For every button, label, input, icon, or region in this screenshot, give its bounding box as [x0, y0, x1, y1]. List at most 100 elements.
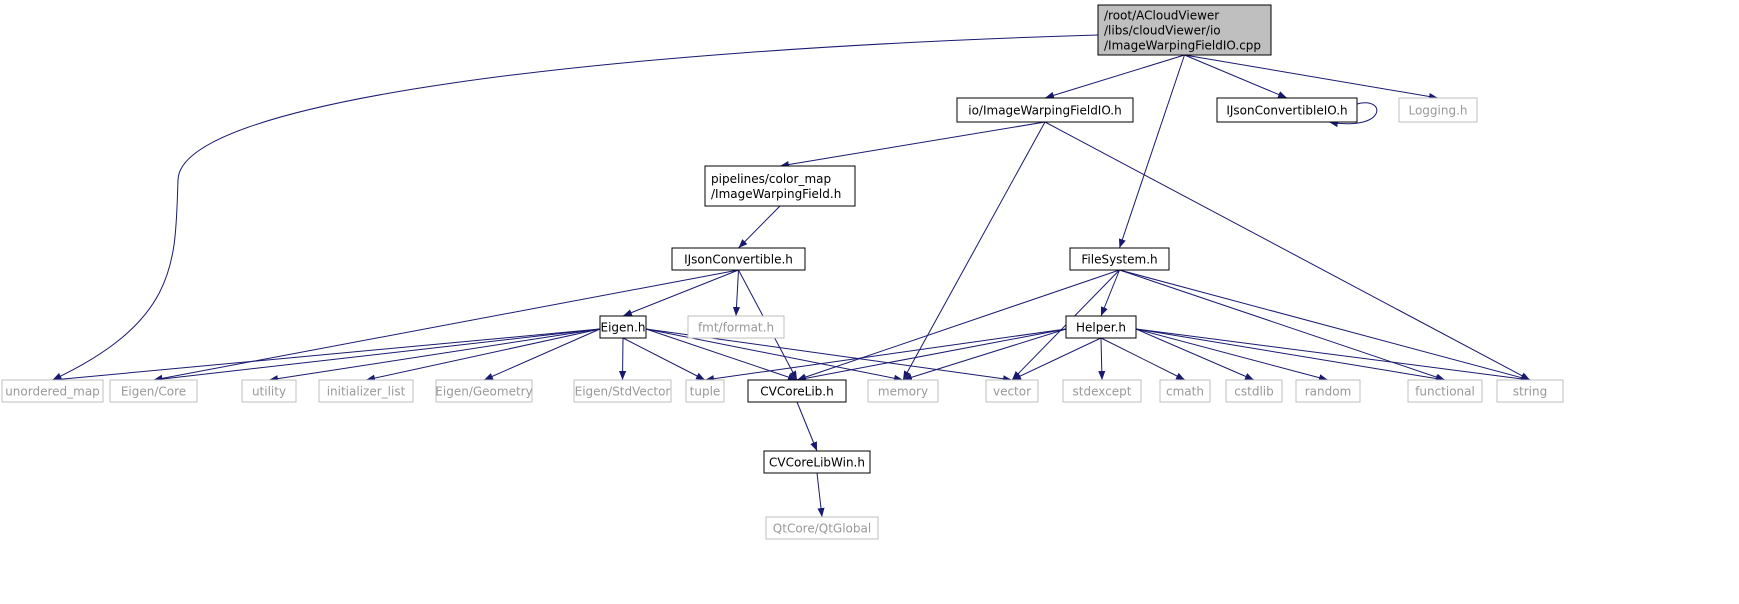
node-label: CVCoreLib.h [760, 385, 833, 399]
node-cvcore[interactable]: CVCoreLib.h [747, 379, 847, 403]
edge-eigen-to-egeom [483, 328, 601, 381]
edge-eigen-to-utility [268, 328, 601, 383]
node-label: Eigen.h [601, 321, 646, 335]
node-iwfio[interactable]: io/ImageWarpingFieldIO.h [956, 97, 1134, 123]
node-eigen[interactable]: Eigen.h [599, 315, 647, 339]
node-box [1398, 97, 1478, 123]
node-box [1496, 379, 1564, 403]
edge-iwfio-to-memory [902, 121, 1046, 381]
node-label: CVCoreLibWin.h [769, 456, 865, 470]
edge-fs-to-string [1119, 269, 1531, 382]
node-label: unordered_map [5, 385, 100, 399]
edge-helper-to-memory [902, 328, 1067, 381]
node-box [1097, 4, 1272, 56]
edge-eigen-to-initlist [365, 328, 601, 382]
node-iwf[interactable]: pipelines/color_map/ImageWarpingField.h [704, 165, 856, 207]
node-box [435, 379, 533, 403]
edge-eigen-to-ecore [153, 328, 601, 383]
node-box [765, 516, 879, 540]
node-estdvec: Eigen/StdVector [573, 379, 672, 403]
edge-iwf-to-ijc [738, 205, 781, 249]
edge-root-to-ijcio [1184, 54, 1288, 99]
node-initlist: initializer_list [318, 379, 414, 403]
edge-helper-to-stdexcept [1098, 337, 1106, 381]
node-box [599, 315, 647, 339]
node-cstdlib: cstdlib [1225, 379, 1283, 403]
edge-helper-to-cstdlib [1135, 328, 1255, 381]
edge-eigen-to-tuple [622, 337, 706, 381]
node-fs[interactable]: FileSystem.h [1069, 247, 1170, 271]
node-box [318, 379, 414, 403]
node-ijc[interactable]: IJsonConvertible.h [671, 247, 806, 271]
node-box [867, 379, 939, 403]
node-label: cstdlib [1234, 385, 1273, 399]
node-label: string [1513, 385, 1547, 399]
node-cvwin[interactable]: CVCoreLibWin.h [763, 450, 871, 474]
node-label: Eigen/Geometry [435, 385, 532, 399]
node-logging: Logging.h [1398, 97, 1478, 123]
edge-fs-to-functional [1119, 269, 1446, 381]
edge-eigen-to-estdvec [619, 337, 627, 381]
node-label: random [1305, 385, 1352, 399]
node-box [671, 247, 806, 271]
node-label: Logging.h [1408, 104, 1467, 118]
node-label: FileSystem.h [1081, 253, 1157, 267]
node-label: IJsonConvertible.h [684, 253, 793, 267]
node-label: /ImageWarpingFieldIO.cpp [1104, 39, 1261, 53]
node-label: memory [878, 385, 928, 399]
edge-eigen-to-umap [52, 328, 601, 383]
node-ijcio[interactable]: IJsonConvertibleIO.h [1216, 97, 1358, 123]
node-box [1062, 379, 1142, 403]
nodes: /root/ACloudViewer/libs/cloudViewer/io/I… [1, 4, 1564, 540]
edge-iwfio-to-string [1044, 121, 1531, 381]
edge-root-to-fs [1118, 54, 1185, 249]
node-label: fmt/format.h [698, 321, 774, 335]
node-box [685, 379, 725, 403]
node-box [1295, 379, 1361, 403]
node-stdexcept: stdexcept [1062, 379, 1142, 403]
node-box [985, 379, 1039, 403]
edge-helper-to-cmath [1100, 337, 1186, 381]
node-string: string [1496, 379, 1564, 403]
node-label: stdexcept [1073, 385, 1132, 399]
node-box [687, 315, 785, 339]
node-label: cmath [1166, 385, 1204, 399]
node-helper[interactable]: Helper.h [1065, 315, 1137, 339]
node-box [1, 379, 104, 403]
node-functional: functional [1407, 379, 1483, 403]
node-label: /libs/cloudViewer/io [1104, 24, 1221, 38]
node-box [241, 379, 297, 403]
edge-iwfio-to-iwf [779, 121, 1046, 169]
edge-ijc-to-ecore [153, 269, 739, 382]
node-cmath: cmath [1159, 379, 1211, 403]
node-tuple: tuple [685, 379, 725, 403]
edge-helper-to-functional [1135, 328, 1446, 383]
edge-helper-to-random [1135, 328, 1329, 382]
edge-root-to-umap [52, 34, 1099, 381]
node-label: Eigen/Core [121, 385, 186, 399]
node-label: vector [993, 385, 1031, 399]
edge-cvcore-to-cvwin [796, 401, 818, 452]
node-fmt: fmt/format.h [687, 315, 785, 339]
node-label: utility [252, 385, 286, 399]
node-egeom: Eigen/Geometry [435, 379, 533, 403]
node-box [573, 379, 672, 403]
node-label: QtCore/QtGlobal [773, 522, 871, 536]
node-ecore: Eigen/Core [109, 379, 198, 403]
node-label: Eigen/StdVector [575, 385, 671, 399]
edge-root-to-iwfio [1044, 54, 1185, 99]
node-box [1216, 97, 1358, 123]
node-box [1407, 379, 1483, 403]
edge-ijcio-to-ijcio [1328, 102, 1378, 128]
node-box [1069, 247, 1170, 271]
node-box [1159, 379, 1211, 403]
node-root[interactable]: /root/ACloudViewer/libs/cloudViewer/io/I… [1097, 4, 1272, 56]
node-label: tuple [690, 385, 721, 399]
edge-root-to-logging [1184, 54, 1439, 101]
node-box [747, 379, 847, 403]
node-label: functional [1415, 385, 1475, 399]
node-memory: memory [867, 379, 939, 403]
node-label: pipelines/color_map [711, 172, 831, 186]
node-box [1225, 379, 1283, 403]
